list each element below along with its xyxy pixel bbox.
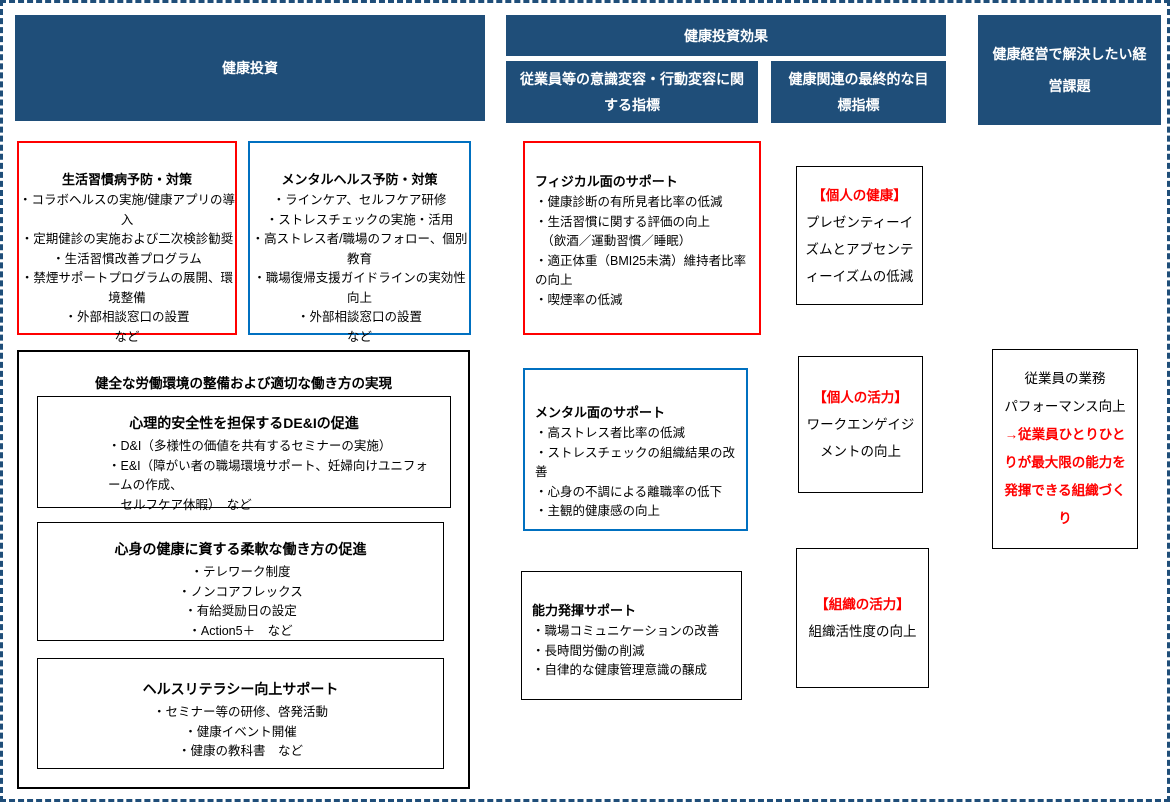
issue-black-line: パフォーマンス向上 — [1004, 399, 1126, 414]
physical-items: ・健康診断の有所見者比率の低減 ・生活習慣に関する評価の向上 （飲酒／運動習慣／… — [535, 193, 751, 310]
box-flexible-workstyle: 心身の健康に資する柔軟な働き方の促進 ・テレワーク制度 ・ノンコアフレックス ・… — [37, 522, 444, 641]
lifestyle-items: ・コラボヘルスの実施/健康アプリの導入 ・定期健診の実施および二次検診勧奨 ・生… — [19, 191, 235, 347]
capability-title: 能力発揮サポート — [532, 603, 637, 618]
bullet-item: セルフケア休暇） など — [108, 497, 252, 512]
literacy-items: ・セミナー等の研修、啓発活動 ・健康イベント開催 ・健康の教科書 など — [38, 703, 443, 762]
header-behavior-indicators: 従業員等の意識変容・行動変容に関する指標 — [506, 61, 758, 123]
box-goal-org-vitality: 【組織の活力】 組織活性度の向上 — [796, 548, 929, 688]
mental-support-items: ・高ストレス者比率の低減 ・ストレスチェックの組織結果の改善 ・心身の不調による… — [535, 424, 738, 522]
bullet-item: など — [346, 329, 372, 344]
flexible-items: ・テレワーク制度 ・ノンコアフレックス ・有給奨励日の設定 ・Action5＋ … — [38, 563, 443, 641]
flexible-title: 心身の健康に資する柔軟な働き方の促進 — [114, 541, 367, 557]
bullet-item: ・D&I（多様性の価値を共有するセミナーの実施） — [108, 439, 392, 453]
bullet-item: ・外部相談窓口の設置 — [64, 310, 190, 324]
goal-tag: 【組織の活力】 — [815, 597, 910, 612]
box-work-environment: 健全な労働環境の整備および適切な働き方の実現 心理的安全性を担保するDE&Iの促… — [17, 350, 470, 789]
issue-black-line: 従業員の業務 — [1024, 371, 1106, 386]
box-physical-support: フィジカル面のサポート ・健康診断の有所見者比率の低減 ・生活習慣に関する評価の… — [523, 141, 761, 335]
bullet-item: など — [114, 329, 140, 344]
bullet-item: ・自律的な健康管理意識の醸成 — [532, 663, 708, 677]
bullet-item: （飲酒／運動習慣／睡眠） — [535, 234, 692, 248]
header-final-goal-indicators: 健康関連の最終的な目標指標 — [771, 61, 946, 123]
goal-tag: 【個人の健康】 — [812, 187, 907, 203]
bullet-item: ・高ストレス者比率の低減 — [535, 426, 686, 440]
bullet-item: ・生活習慣改善プログラム — [52, 251, 202, 266]
bullet-item: ・長時間労働の削減 — [532, 643, 645, 658]
issue-red-body: →従業員ひとりひとりが最大限の能力を発揮できる組織づくり — [1004, 427, 1126, 526]
bullet-item: ・心身の不調による離職率の低下 — [535, 484, 723, 499]
box-management-issue: 従業員の業務 パフォーマンス向上 →従業員ひとりひとりが最大限の能力を発揮できる… — [992, 349, 1138, 549]
physical-title: フィジカル面のサポート — [535, 174, 678, 189]
box-goal-personal-health: 【個人の健康】 プレゼンティーイズムとアブセンティーイズムの低減 — [796, 166, 923, 305]
bullet-item: ・ストレスチェックの組織結果の改善 — [535, 445, 736, 480]
bullet-item: ・コラボヘルスの実施/健康アプリの導入 — [19, 193, 235, 227]
box-mental-support: メンタル面のサポート ・高ストレス者比率の低減 ・ストレスチェックの組織結果の改… — [523, 368, 748, 531]
bullet-item: ・セミナー等の研修、啓発活動 — [152, 705, 328, 719]
bullet-item: ・テレワーク制度 — [190, 565, 291, 579]
bullet-item: ・禁煙サポートプログラムの展開、環境整備 — [20, 271, 234, 305]
bullet-item: ・健康診断の有所見者比率の低減 — [535, 195, 723, 209]
header-management-issues: 健康経営で解決したい経営課題 — [978, 15, 1161, 125]
mentalhealth-items: ・ラインケア、セルフケア研修 ・ストレスチェックの実施・活用 ・高ストレス者/職… — [250, 191, 469, 347]
box-dei-promotion: 心理的安全性を担保するDE&Iの促進 ・D&I（多様性の価値を共有するセミナーの… — [37, 396, 451, 512]
goal-tag: 【個人の活力】 — [813, 390, 908, 405]
bullet-item: ・喫煙率の低減 — [535, 292, 623, 307]
box-goal-personal-vitality: 【個人の活力】 ワークエンゲイジメントの向上 — [798, 356, 923, 493]
header-health-investment: 健康投資 — [15, 15, 485, 121]
goal-body: ワークエンゲイジメントの向上 — [806, 417, 915, 459]
capability-items: ・職場コミュニケーションの改善 ・長時間労働の削減 ・自律的な健康管理意識の醸成 — [532, 622, 733, 681]
box-lifestyle-disease-prevention: 生活習慣病予防・対策 ・コラボヘルスの実施/健康アプリの導入 ・定期健診の実施お… — [17, 141, 237, 344]
box-mental-health-prevention: メンタルヘルス予防・対策 ・ラインケア、セルフケア研修 ・ストレスチェックの実施… — [248, 141, 471, 344]
header-investment-effect: 健康投資効果 — [506, 15, 946, 56]
box-health-literacy: ヘルスリテラシー向上サポート ・セミナー等の研修、啓発活動 ・健康イベント開催 … — [37, 658, 444, 769]
bullet-item: ・ストレスチェックの実施・活用 — [265, 212, 454, 227]
goal-body: プレゼンティーイズムとアブセンティーイズムの低減 — [805, 214, 914, 284]
dei-items: ・D&I（多様性の価値を共有するセミナーの実施） ・E&I（障がい者の職場環境サ… — [38, 437, 450, 515]
bullet-item: ・主観的健康感の向上 — [535, 504, 661, 518]
bullet-item: ・生活習慣に関する評価の向上 — [535, 214, 711, 229]
bullet-item: ・E&I（障がい者の職場環境サポート、妊婦向けユニフォームの作成、 — [108, 458, 428, 493]
mental-support-title: メンタル面のサポート — [535, 405, 666, 420]
work-environment-title: 健全な労働環境の整備および適切な働き方の実現 — [95, 376, 392, 391]
bullet-item: ・有給奨励日の設定 — [184, 604, 297, 618]
bullet-item: ・職場コミュニケーションの改善 — [532, 624, 720, 638]
bullet-item: ・健康イベント開催 — [184, 724, 297, 739]
bullet-item: ・外部相談窓口の設置 — [296, 310, 422, 324]
bullet-item: ・定期健診の実施および二次検診勧奨 — [20, 232, 234, 246]
box-capability-support: 能力発揮サポート ・職場コミュニケーションの改善 ・長時間労働の削減 ・自律的な… — [521, 571, 742, 700]
bullet-item: ・Action5＋ など — [188, 623, 293, 638]
bullet-item: ・高ストレス者/職場のフォロー、個別教育 — [251, 232, 468, 266]
bullet-item: ・ノンコアフレックス — [178, 584, 303, 599]
dei-title: 心理的安全性を担保するDE&Iの促進 — [129, 415, 359, 431]
mentalhealth-title: メンタルヘルス予防・対策 — [281, 172, 438, 187]
goal-body: 組織活性度の向上 — [808, 624, 917, 639]
bullet-item: ・健康の教科書 など — [177, 744, 303, 758]
bullet-item: ・職場復帰支援ガイドラインの実効性向上 — [253, 271, 466, 305]
lifestyle-title: 生活習慣病予防・対策 — [61, 172, 192, 187]
bullet-item: ・ラインケア、セルフケア研修 — [272, 193, 447, 207]
literacy-title: ヘルスリテラシー向上サポート — [142, 681, 339, 697]
bullet-item: ・適正体重（BMI25未満）維持者比率の向上 — [535, 253, 747, 288]
